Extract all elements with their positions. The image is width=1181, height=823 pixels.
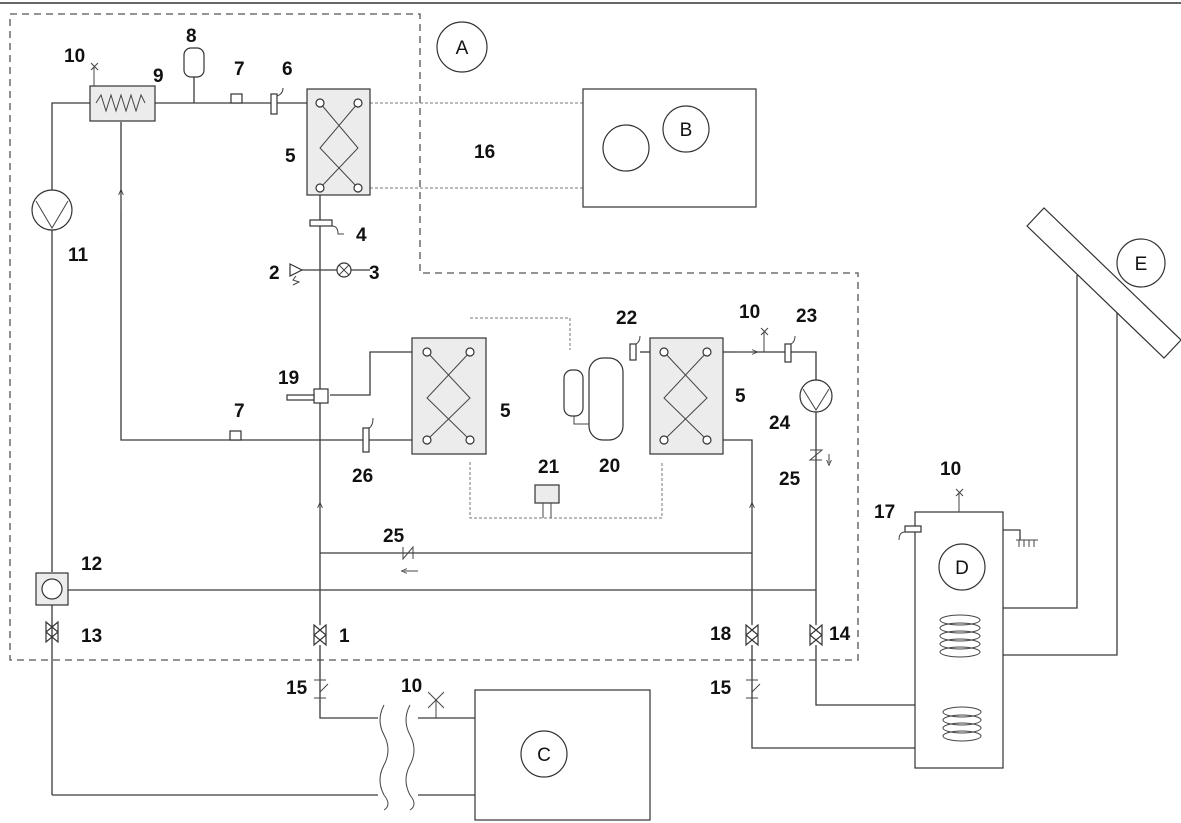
shower-head-icon	[1016, 539, 1038, 547]
sensor-7-lower	[229, 430, 242, 441]
label-14: 14	[829, 624, 851, 645]
pump-11	[31, 189, 73, 231]
label-7a: 7	[234, 59, 245, 80]
label-19: 19	[278, 368, 299, 389]
label-23: 23	[796, 306, 817, 327]
sensor-17	[898, 525, 922, 541]
label-7b: 7	[234, 401, 245, 422]
label-9: 9	[153, 66, 164, 87]
compressor-20	[563, 357, 624, 441]
check-valve-25-middle	[402, 545, 414, 561]
tank-d: D	[914, 511, 1004, 769]
valve-15-left	[314, 679, 329, 699]
label-1: 1	[339, 626, 350, 647]
heat-exchanger-top	[306, 88, 371, 196]
expansion-valve-21	[534, 484, 560, 518]
label-5a: 5	[285, 146, 296, 167]
shutoff-valve-14	[809, 623, 823, 647]
sensor-23	[784, 335, 796, 363]
check-valve-25-right	[808, 449, 824, 461]
unit-b: B	[582, 88, 757, 208]
heat-exchanger-middle	[411, 337, 487, 455]
three-way-valve-19	[286, 388, 329, 404]
air-vent-10-tank	[955, 488, 964, 512]
pipe-break	[378, 704, 418, 811]
air-vent-10-mid	[760, 327, 769, 352]
valve-12	[35, 572, 69, 606]
label-12: 12	[81, 554, 102, 575]
label-17: 17	[874, 502, 895, 523]
label-10d: 10	[940, 459, 961, 480]
shutoff-valve-13	[45, 620, 59, 644]
heater-9	[89, 85, 156, 122]
label-5c: 5	[735, 386, 746, 407]
label-22: 22	[616, 308, 637, 329]
sensor-22	[629, 335, 641, 361]
label-6: 6	[282, 59, 293, 80]
label-15b: 15	[710, 678, 732, 699]
label-8: 8	[186, 26, 197, 47]
label-16: 16	[474, 142, 495, 163]
label-15a: 15	[286, 678, 308, 699]
label-25b: 25	[779, 469, 801, 490]
zone-a-circle	[436, 21, 488, 73]
sensor-7-top	[230, 93, 243, 104]
air-vent-10-top	[90, 62, 99, 86]
heat-exchanger-right	[649, 337, 724, 455]
zone-a-label: A	[456, 38, 469, 59]
thermometer-6	[270, 87, 284, 115]
expansion-tank-8	[183, 47, 205, 78]
zone-d-label: D	[955, 558, 969, 579]
label-5b: 5	[500, 401, 511, 422]
zone-b-label: B	[680, 120, 693, 141]
label-24: 24	[769, 413, 791, 434]
flow-arrows	[121, 192, 829, 571]
shutoff-valve-1	[313, 623, 327, 647]
label-10a: 10	[64, 46, 85, 67]
dotted-lines	[370, 102, 663, 519]
zone-e-label: E	[1135, 254, 1148, 275]
label-13: 13	[81, 626, 102, 647]
label-25a: 25	[383, 526, 405, 547]
label-11: 11	[68, 245, 89, 266]
unit-c: C	[474, 689, 651, 821]
number-labels: 10 8 7 6 9 5 16 4 2 3 11 19 7 26 5 22 20…	[64, 26, 961, 699]
solar-collector-e: E	[1026, 207, 1181, 359]
label-20: 20	[599, 456, 620, 477]
label-2: 2	[269, 263, 280, 284]
pump-24	[799, 379, 833, 413]
sensor-4	[309, 219, 344, 235]
valve-15-right	[746, 679, 761, 699]
shutoff-valve-18	[745, 623, 759, 647]
label-18: 18	[710, 624, 731, 645]
label-10b: 10	[739, 302, 760, 323]
label-21: 21	[538, 457, 560, 478]
zone-c-label: C	[537, 745, 551, 766]
safety-valve-2	[289, 263, 304, 286]
module-a-boundary	[9, 13, 859, 661]
label-3: 3	[369, 263, 380, 284]
label-4: 4	[356, 225, 367, 246]
label-10c: 10	[401, 676, 422, 697]
label-26: 26	[352, 466, 373, 487]
sensor-26	[362, 417, 374, 453]
air-vent-10-ground	[427, 691, 445, 718]
manometer-3	[336, 262, 352, 278]
